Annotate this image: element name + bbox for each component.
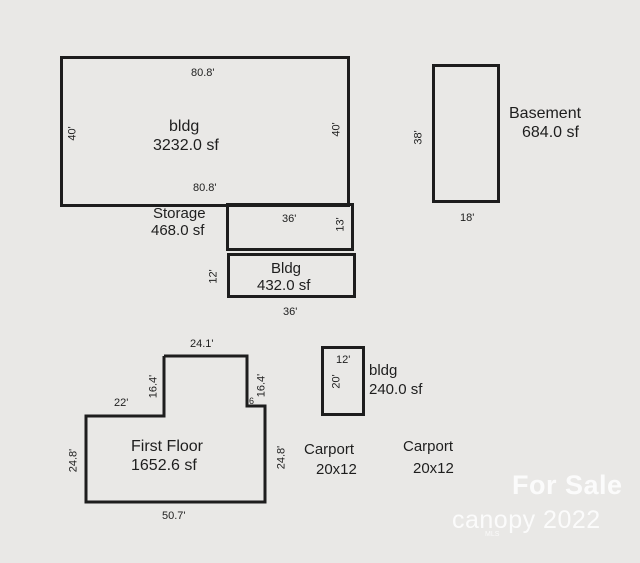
first-floor-notch-right-dim: 16.4' — [255, 373, 268, 398]
basement-title: Basement — [509, 105, 582, 122]
bldg-432-title: Bldg — [271, 260, 302, 277]
carport-1-size: 20x12 — [316, 461, 357, 478]
first-floor-notch-left-dim: 16.4' — [147, 374, 160, 399]
carport-1-title: Carport — [304, 441, 355, 458]
basement-area: 684.0 sf — [522, 124, 579, 141]
bldg-432-bottom-dim: 36' — [283, 306, 298, 318]
storage-top-dim: 36' — [282, 213, 297, 225]
basement-outline — [432, 64, 500, 203]
first-floor-right-dim-wrap: 24.8' — [270, 446, 294, 470]
main-bldg-top-dim: 80.8' — [191, 67, 215, 79]
main-bldg-title: bldg — [169, 118, 200, 135]
bldg-240-outline — [321, 346, 365, 416]
first-floor-left-dim-wrap: 24.8' — [62, 449, 86, 473]
main-bldg-outline — [60, 56, 350, 207]
bldg-240-title: bldg — [369, 362, 398, 379]
basement-bottom-dim: 18' — [460, 212, 475, 224]
first-floor-top-dim: 24.1' — [190, 338, 214, 350]
storage-outline — [226, 203, 354, 251]
first-floor-title: First Floor — [131, 438, 203, 455]
bldg-432-outline — [227, 253, 356, 298]
bldg-240-left-dim: 20' — [330, 374, 343, 389]
first-floor-notch-left-wrap: 16.4' — [142, 375, 166, 399]
first-floor-notch-right-wrap: 16.4' — [250, 374, 274, 398]
main-bldg-area: 3232.0 sf — [153, 137, 219, 154]
carport-2-size: 20x12 — [413, 460, 454, 477]
mls-mark: MLS — [485, 531, 500, 538]
bldg-240-top-dim: 12' — [336, 354, 351, 366]
main-bldg-bottom-dim: 80.8' — [193, 182, 217, 194]
first-floor-notch-mark: 6 — [249, 396, 255, 406]
storage-area: 468.0 sf — [151, 222, 205, 239]
first-floor-left-dim: 24.8' — [67, 448, 80, 473]
for-sale-watermark: For Sale — [512, 470, 623, 500]
bldg-432-area: 432.0 sf — [257, 277, 311, 294]
carport-2-title: Carport — [403, 438, 454, 455]
first-floor-area: 1652.6 sf — [131, 457, 197, 474]
bldg-240-left-dim-wrap: 20' — [330, 374, 344, 389]
first-floor-bottom-dim: 50.7' — [162, 510, 186, 522]
first-floor-step-dim: 22' — [114, 397, 129, 409]
bldg-240-area: 240.0 sf — [369, 381, 423, 398]
canopy-brand-watermark: canopy 2022 — [452, 506, 601, 534]
storage-title: Storage — [153, 205, 206, 222]
first-floor-right-dim: 24.8' — [275, 445, 288, 470]
